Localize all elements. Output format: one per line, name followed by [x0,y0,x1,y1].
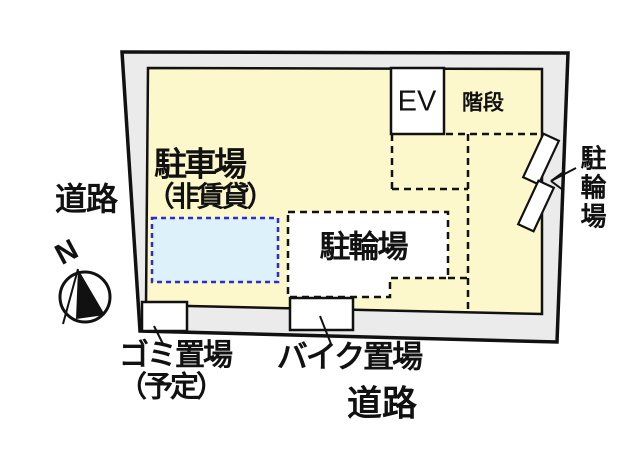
bicycle-parking-label-inner: 駐輪場 [319,229,409,265]
parking-space [150,216,280,284]
parking-lot-note: （非賃貸） [146,181,274,212]
compass-needle-line [62,268,79,325]
motorcycle-box [288,296,355,332]
motorcycle-area-label: バイク置場 [276,339,423,375]
bicycle-parking-label-outer: 駐輪場 [577,144,607,232]
garbage-area-label: ゴミ置場 [119,339,233,372]
road-label-bottom: 道路 [346,384,418,424]
elevator-box [389,66,446,136]
compass-needle-icon [76,269,105,319]
parking-lot-label: 駐車場 [154,145,247,183]
stairs-label: 階段 [462,91,504,115]
elevator-label: EV [397,85,437,118]
compass [58,268,112,325]
road-label-left: 道路 [54,181,118,217]
bike-rack-upper [521,132,561,186]
bicycle-arrow [550,167,577,191]
bike-rack-lower [516,179,556,233]
garbage-leader-line [153,325,164,345]
bicycle-parking-area [286,210,450,299]
motorcycle-leader-line [319,315,332,345]
garbage-area-note: （予定） [117,371,225,404]
garbage-box [140,300,189,333]
